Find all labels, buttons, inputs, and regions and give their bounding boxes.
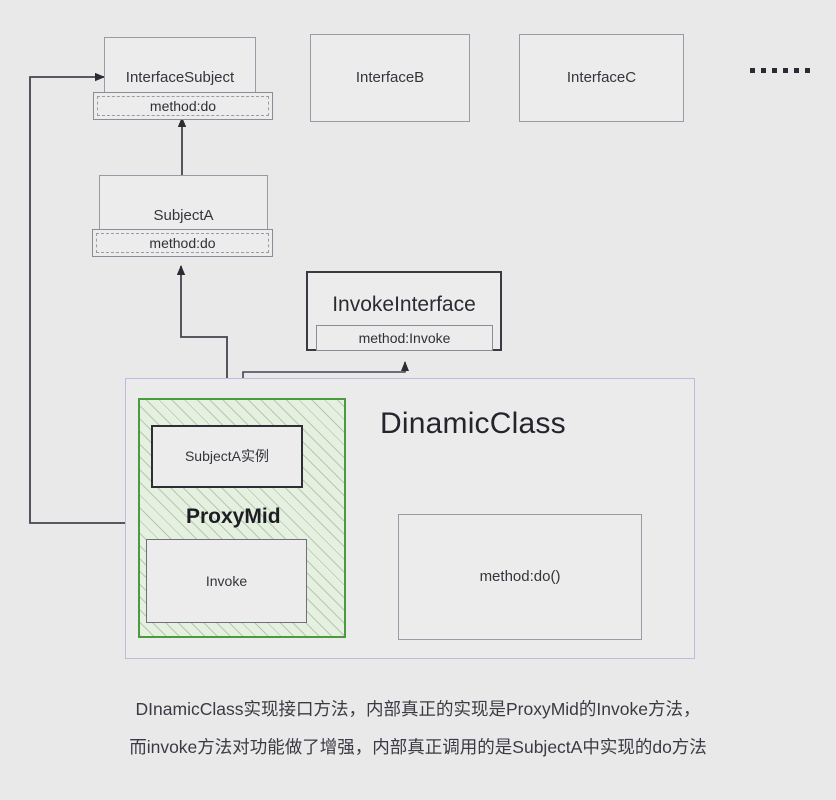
- ellipsis-dot: [761, 68, 766, 73]
- subjecta-instance-label: SubjectA实例: [184, 448, 270, 465]
- caption: DInamicClass实现接口方法，内部真正的实现是ProxyMid的Invo…: [0, 690, 836, 766]
- interface-c-box[interactable]: InterfaceC: [519, 34, 684, 122]
- subjecta-instance-box[interactable]: SubjectA实例: [151, 425, 303, 488]
- invoke-interface-label: InvokeInterface: [332, 293, 476, 316]
- invoke-label: Invoke: [205, 572, 248, 589]
- interface-subject-label: InterfaceSubject: [125, 69, 235, 86]
- caption-line-2: 而invoke方法对功能做了增强，内部真正调用的是SubjectA中实现的do方…: [129, 737, 707, 757]
- ellipsis-icon: [750, 68, 810, 73]
- invoke-interface-method-label: method:Invoke: [358, 329, 451, 346]
- ellipsis-dot: [794, 68, 799, 73]
- invoke-box[interactable]: Invoke: [146, 539, 307, 623]
- interface-c-label: InterfaceC: [566, 69, 637, 86]
- ellipsis-dot: [783, 68, 788, 73]
- subjecta-label: SubjectA: [153, 207, 214, 224]
- interface-subject-method-box[interactable]: method:do: [93, 92, 273, 120]
- arrow-dinamicclass-to-interfacesubject: [29, 72, 125, 524]
- caption-line-1: DInamicClass实现接口方法，内部真正的实现是ProxyMid的Invo…: [135, 699, 701, 719]
- interface-b-box[interactable]: InterfaceB: [310, 34, 470, 122]
- dinamic-class-title: DinamicClass: [380, 407, 566, 440]
- method-do-label: method:do(): [479, 568, 561, 585]
- method-do-box[interactable]: method:do(): [398, 514, 642, 640]
- ellipsis-dot: [750, 68, 755, 73]
- interface-b-label: InterfaceB: [355, 69, 425, 86]
- interface-subject-method-label: method:do: [149, 97, 217, 114]
- subjecta-method-box[interactable]: method:do: [92, 229, 273, 257]
- proxymid-label: ProxyMid: [186, 505, 281, 528]
- ellipsis-dot: [805, 68, 810, 73]
- subjecta-method-label: method:do: [149, 234, 216, 251]
- invoke-interface-method-box[interactable]: method:Invoke: [316, 325, 493, 351]
- ellipsis-dot: [772, 68, 777, 73]
